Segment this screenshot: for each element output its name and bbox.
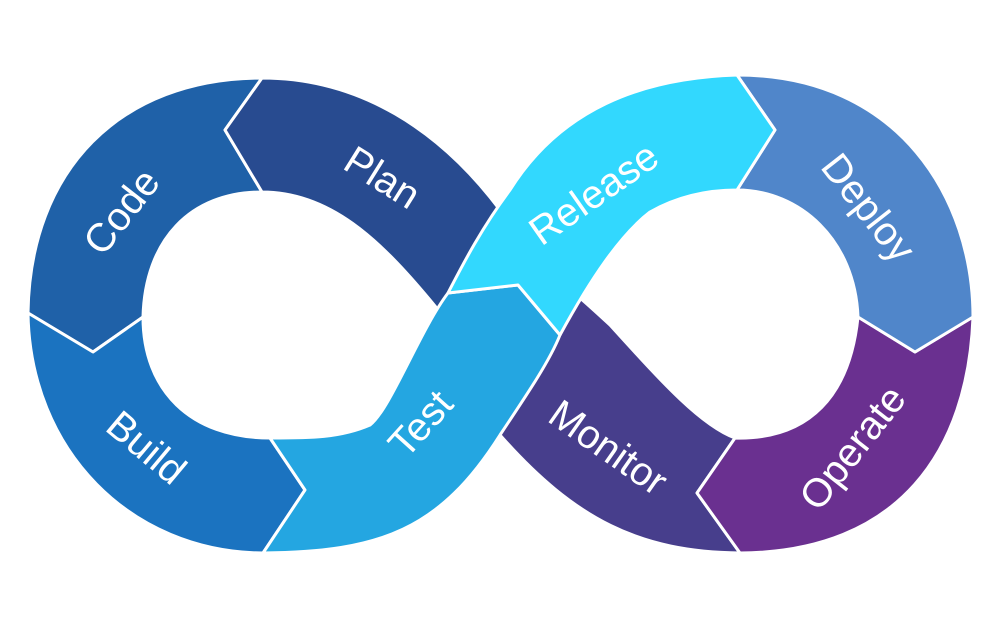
build-segment xyxy=(26,311,307,555)
test-segment xyxy=(261,283,562,555)
operate-segment xyxy=(695,315,975,555)
release-segment xyxy=(446,73,777,337)
deploy-segment xyxy=(735,73,975,354)
